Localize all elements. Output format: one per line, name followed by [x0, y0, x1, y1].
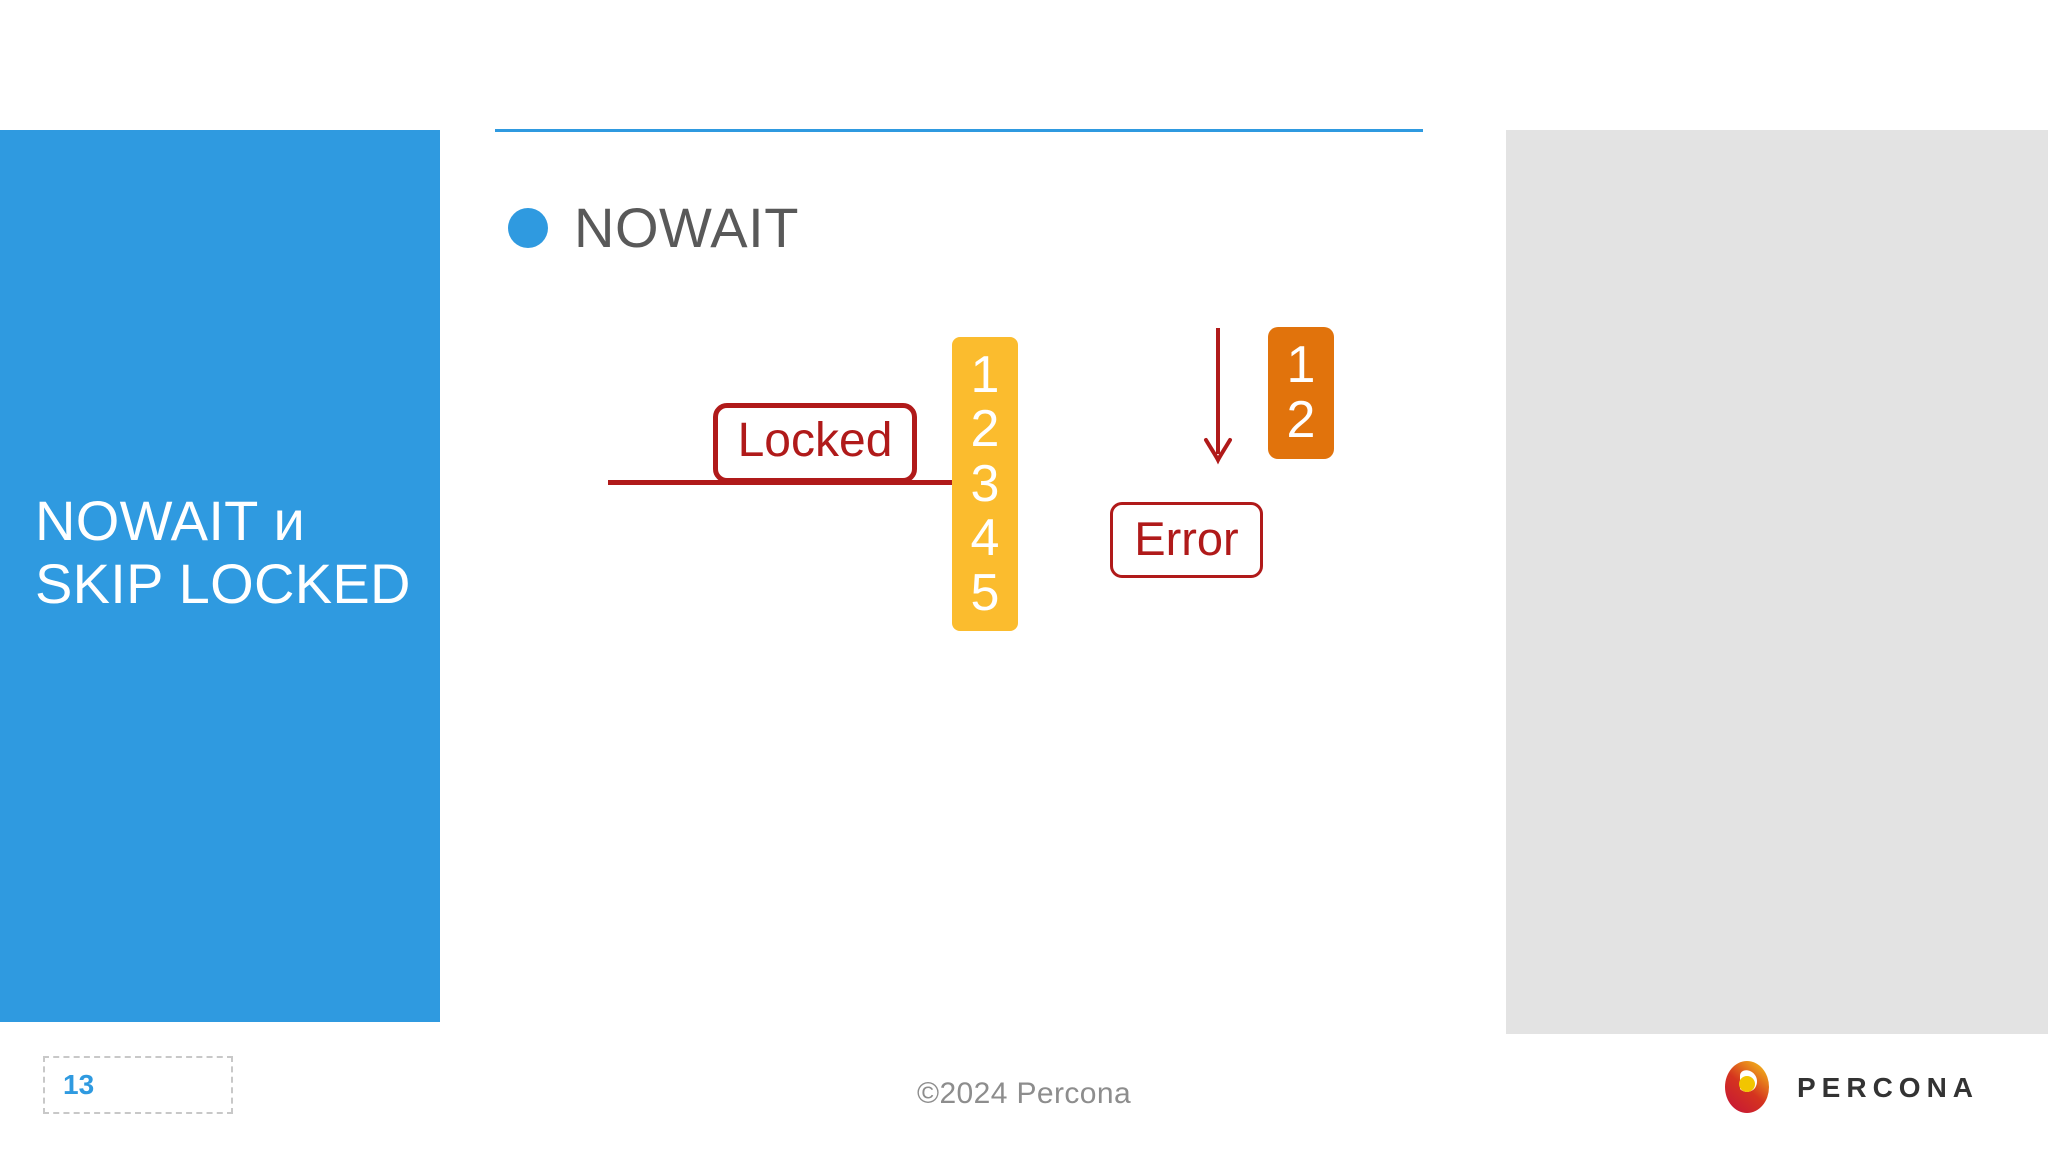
header-rule	[495, 129, 1423, 132]
percona-wordmark: PERCONA	[1797, 1072, 1980, 1103]
page-number: 13	[63, 1069, 95, 1100]
error-callout: Error	[1110, 502, 1263, 578]
row-item: 1	[1286, 336, 1316, 395]
title-panel: NOWAIT и SKIP LOCKED	[0, 130, 440, 1022]
percona-logo: PERCONA	[1719, 1060, 1979, 1116]
page-number-placeholder: 13	[43, 1056, 233, 1114]
row-item: 5	[970, 563, 1000, 622]
offslide-gray-strip	[1506, 130, 2048, 1034]
row-item: 2	[970, 400, 1000, 459]
row-item: 3	[970, 454, 1000, 513]
locked-callout: Locked	[713, 403, 917, 483]
locked-label: Locked	[737, 414, 893, 467]
orange-row-stack: 1 2	[1268, 327, 1334, 459]
bullet-row: NOWAIT	[508, 195, 799, 260]
copyright-text: ©2024 Percona	[916, 1077, 1132, 1110]
bullet-dot-icon	[508, 207, 548, 248]
nowait-diagram: Locked 1 2 3 4 5 1 2 Error	[560, 300, 1460, 700]
percona-logo-icon	[1725, 1061, 1769, 1113]
row-item: 1	[970, 345, 1000, 404]
row-item: 2	[1286, 391, 1316, 449]
down-arrow-icon	[1204, 328, 1232, 465]
yellow-row-stack: 1 2 3 4 5	[952, 337, 1018, 631]
slide-title: NOWAIT и SKIP LOCKED	[35, 489, 411, 615]
bullet-label: NOWAIT	[574, 196, 799, 259]
error-label: Error	[1134, 511, 1239, 565]
row-item: 4	[970, 509, 1000, 568]
